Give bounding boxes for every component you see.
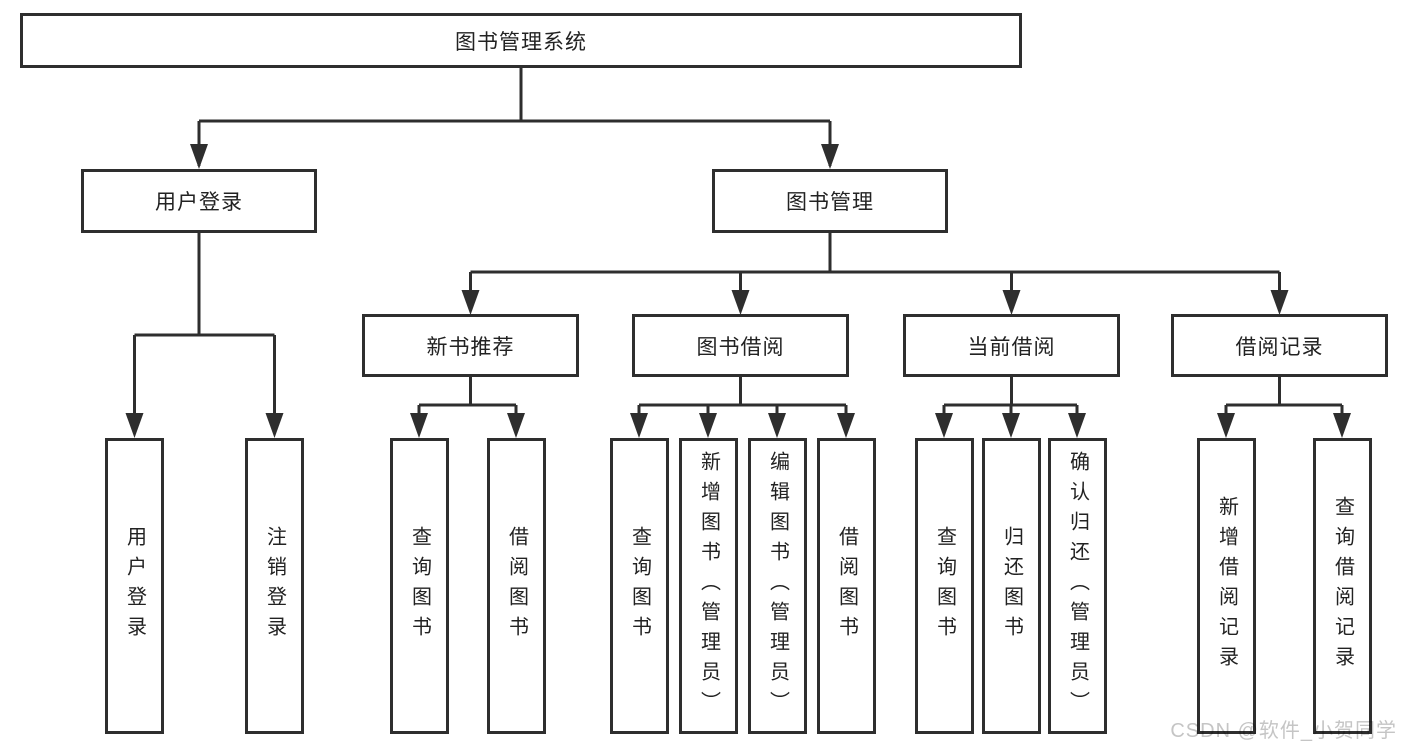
leaf-user-login: 用户登录 [105, 438, 164, 734]
node-current-borrow-label: 当前借阅 [967, 335, 1056, 359]
leaf-add-book-admin-label: 新增图书（管理员） [697, 451, 720, 721]
leaf-query-books-3-label: 查询图书 [933, 526, 956, 646]
node-borrow-records-label: 借阅记录 [1235, 335, 1324, 359]
leaf-user-login-label: 用户登录 [123, 526, 146, 646]
leaf-logout: 注销登录 [245, 438, 304, 734]
leaf-query-books-1-label: 查询图书 [408, 526, 431, 646]
node-current-borrow: 当前借阅 [903, 314, 1120, 377]
leaf-query-books-2-label: 查询图书 [628, 526, 651, 646]
leaf-add-borrow-record: 新增借阅记录 [1197, 438, 1256, 734]
leaf-query-books-2: 查询图书 [610, 438, 669, 734]
node-borrow-records: 借阅记录 [1171, 314, 1388, 377]
leaf-return-book-label: 归还图书 [1000, 526, 1023, 646]
leaf-edit-book-admin-label: 编辑图书（管理员） [766, 451, 789, 721]
node-user-login: 用户登录 [81, 169, 317, 233]
leaf-borrow-books-1: 借阅图书 [487, 438, 546, 734]
node-new-book-recommend: 新书推荐 [362, 314, 579, 377]
node-root: 图书管理系统 [20, 13, 1022, 68]
watermark: CSDN @软件_小贺同学 [1170, 720, 1397, 742]
leaf-query-borrow-record: 查询借阅记录 [1313, 438, 1372, 734]
node-book-management-label: 图书管理 [786, 191, 874, 214]
node-book-management: 图书管理 [712, 169, 948, 233]
leaf-edit-book-admin: 编辑图书（管理员） [748, 438, 807, 734]
node-book-borrow: 图书借阅 [632, 314, 849, 377]
node-user-login-label: 用户登录 [155, 191, 243, 214]
leaf-return-book: 归还图书 [982, 438, 1041, 734]
node-new-book-recommend-label: 新书推荐 [426, 335, 515, 359]
leaf-confirm-return-admin-label: 确认归还（管理员） [1066, 451, 1089, 721]
node-book-borrow-label: 图书借阅 [696, 335, 785, 359]
leaf-add-book-admin: 新增图书（管理员） [679, 438, 738, 734]
node-root-label: 图书管理系统 [455, 30, 587, 54]
leaf-logout-label: 注销登录 [263, 526, 286, 646]
leaf-borrow-books-1-label: 借阅图书 [505, 526, 528, 646]
leaf-query-borrow-record-label: 查询借阅记录 [1331, 496, 1354, 676]
leaf-add-borrow-record-label: 新增借阅记录 [1215, 496, 1238, 676]
leaf-query-books-3: 查询图书 [915, 438, 974, 734]
leaf-confirm-return-admin: 确认归还（管理员） [1048, 438, 1107, 734]
leaf-borrow-books-2-label: 借阅图书 [835, 526, 858, 646]
leaf-borrow-books-2: 借阅图书 [817, 438, 876, 734]
leaf-query-books-1: 查询图书 [390, 438, 449, 734]
